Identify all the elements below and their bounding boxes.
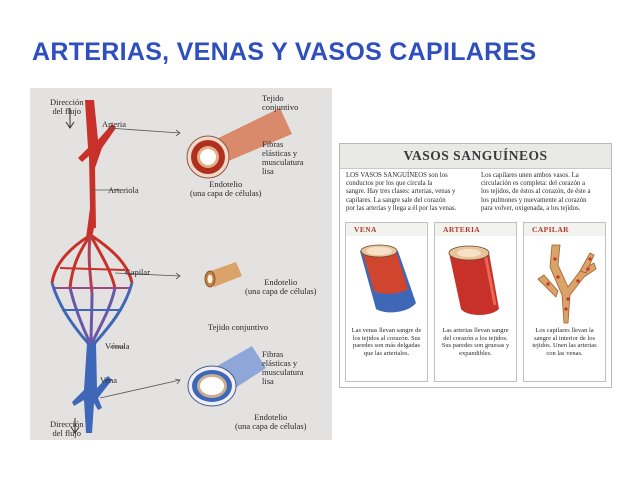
vein-shape	[72, 343, 112, 433]
panel-header: VASOS SANGUÍNEOS	[340, 144, 611, 169]
arteria-label: Arteria	[102, 119, 127, 129]
capilar-label: Capilar	[125, 267, 151, 277]
vein-endotelio-label: Endotelio(una capa de células)	[235, 412, 307, 431]
arteriola-label: Arteriola	[108, 185, 139, 195]
panel-title: VASOS SANGUÍNEOS	[403, 148, 548, 163]
capilar-illustration	[537, 244, 597, 324]
venula-label: Vénula	[105, 341, 130, 351]
vein-cross-section	[187, 346, 266, 407]
vasos-sanguineos-panel: VASOS SANGUÍNEOS LOS VASOS SANGUÍNEOS so…	[339, 143, 612, 388]
arteriole-shape	[86, 208, 94, 238]
circulation-drawing	[50, 100, 292, 434]
capillary-network	[50, 234, 134, 345]
vena-illustration	[360, 244, 416, 313]
artery-cross-section	[186, 108, 292, 179]
vein-tejido-label: Tejido conjuntivo	[208, 322, 269, 332]
capillary-segment	[204, 262, 242, 288]
artery-shape	[78, 100, 116, 228]
flow-arrow-top	[65, 108, 75, 129]
arteria-illustration	[448, 245, 499, 315]
panel-capilar-label: CAPILAR	[532, 225, 569, 234]
artery-endotelio-label: Endotelio(una capa de células)	[190, 179, 262, 198]
capillary-endotelio-label: Endotelio(una capa de células)	[245, 277, 317, 296]
panel-vena-label: VENA	[354, 225, 377, 234]
panel-arteria-label: ARTERIA	[443, 225, 481, 234]
flow-arrow-bottom	[70, 418, 80, 434]
vena-label: Vena	[100, 375, 117, 385]
page-title: ARTERIAS, VENAS Y VASOS CAPILARES	[32, 38, 537, 66]
